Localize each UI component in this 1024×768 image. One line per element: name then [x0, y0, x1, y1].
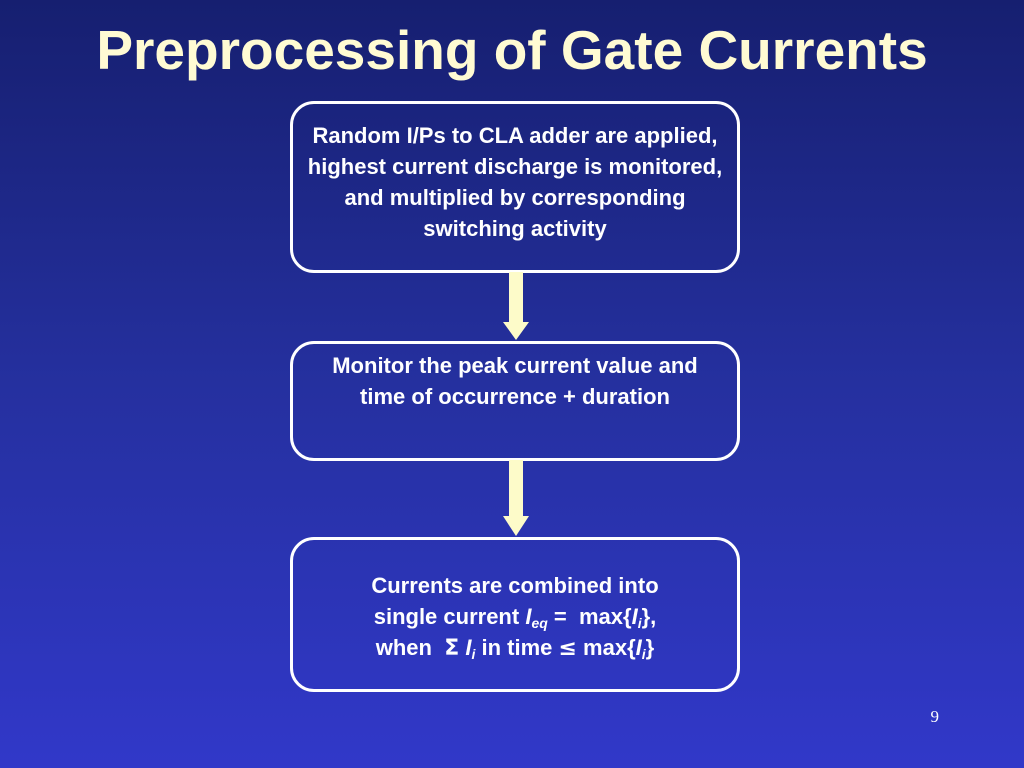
line3-mid: in time: [475, 635, 559, 660]
i-i-base: I: [631, 604, 638, 629]
flow-step-2-text: Monitor the peak current value and time …: [332, 353, 698, 409]
line3-i-i2-symbol: Ii: [635, 635, 646, 662]
line3-i-i-subscript: i: [471, 646, 476, 662]
line3-i-i2-subscript: i: [641, 646, 646, 662]
flow-step-3-line-2: single current Ieq = max{Ii},: [293, 601, 737, 632]
flow-step-1-text: Random I/Ps to CLA adder are applied, hi…: [307, 123, 723, 241]
page-number: 9: [930, 707, 940, 726]
i-eq-subscript: eq: [531, 615, 548, 631]
line3-prefix: when: [375, 635, 445, 660]
sigma-icon: Σ: [444, 636, 460, 661]
slide-title: Preprocessing of Gate Currents: [96, 19, 928, 81]
leq-icon: ≤: [558, 636, 577, 661]
i-i-symbol: Ii: [631, 604, 642, 631]
line3-end: }: [645, 635, 655, 660]
down-arrow-1-icon: [503, 272, 529, 340]
flow-step-2-box: Monitor the peak current value and time …: [290, 341, 740, 461]
flow-step-3-line-3: when Σ Ii in time ≤ max{Ii}: [293, 632, 737, 664]
line3-max: max{: [576, 635, 636, 660]
i-i-subscript: i: [637, 615, 642, 631]
line2-equals: = max{: [547, 604, 632, 629]
line3-i-i-symbol: Ii: [465, 635, 476, 662]
line2-prefix: single current: [373, 604, 526, 629]
i-eq-base: I: [525, 604, 532, 629]
flow-step-1-box: Random I/Ps to CLA adder are applied, hi…: [290, 101, 740, 273]
flow-step-3-line-1: Currents are combined into: [371, 573, 659, 598]
line2-suffix: },: [641, 604, 657, 629]
i-eq-symbol: Ieq: [525, 604, 548, 631]
down-arrow-2-icon: [503, 460, 529, 536]
line3-i-i-base: I: [465, 635, 472, 660]
flow-step-3-box: Currents are combined into single curren…: [290, 537, 740, 692]
line3-i-i2-base: I: [635, 635, 642, 660]
